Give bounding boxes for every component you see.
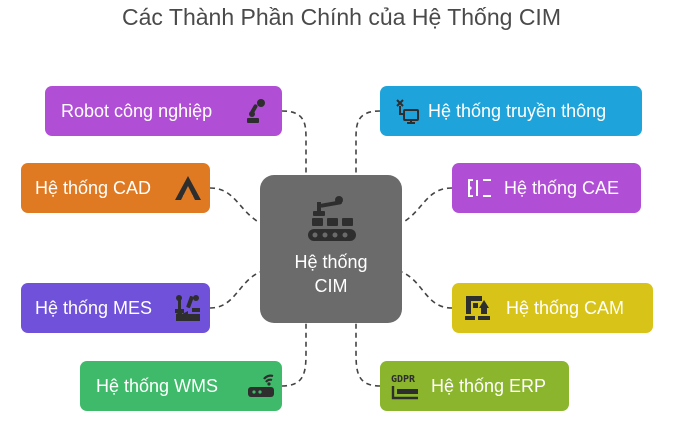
node-cae-label: Hệ thống CAE bbox=[504, 177, 620, 198]
hub-label: Hệ thống CIM bbox=[294, 252, 368, 296]
node-erp: GDPR Hệ thống ERP bbox=[380, 361, 569, 411]
svg-text:GDPR: GDPR bbox=[391, 374, 416, 385]
node-robot-label: Robot công nghiệp bbox=[61, 100, 213, 121]
node-mes: Hệ thống MES bbox=[21, 283, 210, 333]
factory-robot-icon bbox=[174, 294, 200, 321]
node-wms: Hệ thống WMS bbox=[80, 361, 282, 411]
node-robot: Robot công nghiệp bbox=[45, 86, 282, 136]
connector-erp bbox=[355, 323, 381, 387]
node-comm: Hệ thống truyền thông bbox=[380, 86, 642, 136]
network-computer-icon bbox=[394, 97, 419, 124]
bracket-code-icon bbox=[466, 176, 491, 200]
robot-arm-icon bbox=[244, 98, 268, 123]
node-erp-label: Hệ thống ERP bbox=[431, 375, 547, 396]
node-wms-label: Hệ thống WMS bbox=[96, 375, 219, 396]
connector-cad bbox=[209, 187, 261, 224]
connector-cae bbox=[401, 187, 453, 224]
robot-arm-conveyor-icon bbox=[303, 194, 359, 246]
node-cad: Hệ thống CAD bbox=[21, 163, 210, 213]
node-cam: Hệ thống CAM bbox=[452, 283, 653, 333]
central-hub: Hệ thống CIM bbox=[260, 175, 402, 323]
node-cam-label: Hệ thống CAM bbox=[506, 297, 625, 318]
node-cad-label: Hệ thống CAD bbox=[35, 177, 152, 198]
connector-wms bbox=[281, 323, 307, 387]
page-title: Các Thành Phần Chính của Hệ Thống CIM bbox=[122, 4, 561, 30]
node-mes-label: Hệ thống MES bbox=[35, 297, 153, 318]
node-cae: Hệ thống CAE bbox=[452, 163, 641, 213]
router-icon bbox=[246, 372, 274, 397]
connector-robot bbox=[281, 110, 307, 175]
connector-cam bbox=[401, 271, 453, 309]
connector-comm bbox=[355, 110, 381, 175]
connector-mes bbox=[209, 271, 261, 309]
gdpr-document-icon: GDPR bbox=[390, 371, 418, 400]
cad-logo-icon bbox=[174, 175, 201, 200]
node-comm-label: Hệ thống truyền thông bbox=[428, 100, 607, 121]
machine-tool-icon bbox=[464, 294, 490, 320]
